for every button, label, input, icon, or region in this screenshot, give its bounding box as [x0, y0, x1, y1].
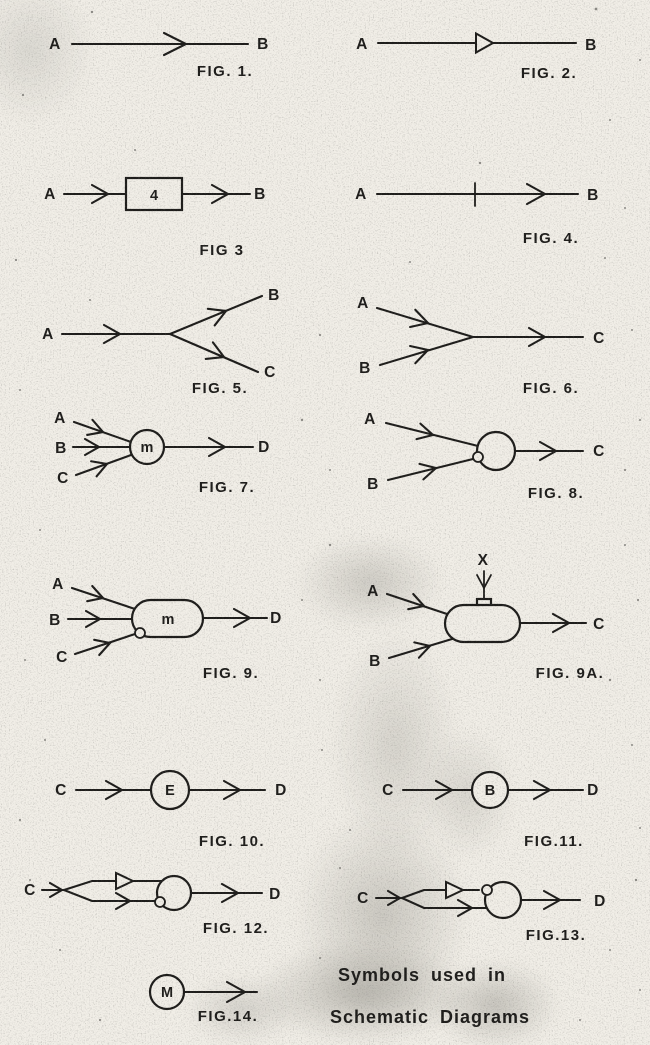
triangle-arrow-icon: [445, 880, 466, 900]
inhibit-dot: [134, 627, 146, 639]
figure-1: A B FIG. 1.: [49, 31, 269, 80]
fig13-label-d: D: [594, 893, 606, 910]
inhibit-dot: [154, 896, 166, 908]
figure-12: C D FIG. 12.: [24, 871, 281, 937]
fig1-label-a: A: [49, 36, 61, 53]
branch-line: [74, 453, 133, 477]
figure-3: A 4 B FIG 3: [44, 176, 266, 259]
branch-line: [375, 306, 475, 339]
fig1-label-b: B: [257, 36, 269, 53]
figure-9a: X A B C FIG. 9A.: [367, 552, 605, 682]
inhibit-dot: [481, 884, 493, 896]
fig9-label-c: C: [56, 649, 68, 666]
fig3-label-a: A: [44, 186, 56, 203]
fig8-label-b: B: [367, 476, 379, 493]
fig2-label-a: A: [356, 36, 368, 53]
fig5-label-c: C: [264, 364, 276, 381]
fig12-label-c: C: [24, 882, 36, 899]
fig12-label-d: D: [269, 886, 281, 903]
fig6-label-c: C: [593, 330, 605, 347]
branch-line: [62, 879, 166, 892]
scan-speckles: [14, 7, 641, 1022]
mixer-node-circle: [475, 430, 517, 472]
fig3-label-b: B: [254, 186, 266, 203]
branch-line: [400, 896, 493, 910]
fig5-caption: FIG. 5.: [192, 380, 248, 397]
branch-line: [168, 332, 260, 374]
footer-title-line1: Symbols used in: [338, 965, 506, 985]
fig1-caption: FIG. 1.: [197, 63, 253, 80]
figure-9: A B C m D FIG. 9.: [49, 576, 282, 682]
figure-4: A B FIG. 4.: [355, 182, 599, 247]
branch-line: [73, 631, 140, 656]
fig9a-label-c: C: [593, 616, 605, 633]
fig7-label-a: A: [54, 410, 66, 427]
fig7-label-c: C: [57, 470, 69, 487]
fig7-label-b: B: [55, 440, 67, 457]
fig6-caption: FIG. 6.: [523, 380, 579, 397]
fig7-caption: FIG. 7.: [199, 479, 255, 496]
fig12-caption: FIG. 12.: [203, 920, 269, 937]
fig5-label-a: A: [42, 326, 54, 343]
fig7-label-d: D: [258, 439, 270, 456]
fig3-caption: FIG 3: [199, 242, 244, 259]
fig6-label-b: B: [359, 360, 371, 377]
figure-2: A B FIG. 2.: [356, 31, 597, 82]
fig8-label-c: C: [593, 443, 605, 460]
fig4-label-b: B: [587, 187, 599, 204]
branch-line: [400, 888, 481, 900]
triangle-arrow-icon: [115, 871, 136, 891]
figure-10: C E D FIG. 10.: [55, 769, 287, 850]
branch-line: [386, 456, 479, 482]
fig2-label-b: B: [585, 37, 597, 54]
fig9a-label-a: A: [367, 583, 379, 600]
fig9a-label-b: B: [369, 653, 381, 670]
fig9-label-d: D: [270, 610, 282, 627]
fig10-node-label: E: [165, 783, 175, 799]
stadium-node: [443, 603, 522, 644]
fig9-label-b: B: [49, 612, 61, 629]
figure-13: C D FIG.13.: [357, 880, 606, 944]
figure-7: A B C m D FIG. 7.: [54, 410, 270, 496]
fig14-node-label: M: [161, 985, 173, 1001]
fig9a-caption: FIG. 9A.: [536, 665, 605, 682]
fig6-label-a: A: [357, 295, 369, 312]
fig9a-label-x: X: [478, 552, 489, 569]
fig7-node-label: m: [141, 440, 154, 456]
page-footer-title: Symbols used in Schematic Diagrams: [330, 965, 530, 1027]
figure-5: A B C FIG. 5.: [42, 287, 280, 397]
fig11-label-d: D: [587, 782, 599, 799]
fig5-label-b: B: [268, 287, 280, 304]
figure-11: C B D FIG.11.: [382, 770, 599, 850]
fig8-label-a: A: [364, 411, 376, 428]
fig14-caption: FIG.14.: [198, 1008, 259, 1025]
fig9-label-a: A: [52, 576, 64, 593]
figure-8: A B C FIG. 8.: [364, 411, 605, 502]
fig2-caption: FIG. 2.: [521, 65, 577, 82]
fig9-caption: FIG. 9.: [203, 665, 259, 682]
fig10-caption: FIG. 10.: [199, 833, 265, 850]
inhibit-dot: [472, 451, 484, 463]
figure-14: M FIG.14.: [148, 973, 259, 1025]
fig11-node-label: B: [485, 783, 495, 799]
branch-line: [168, 294, 264, 336]
fig13-label-c: C: [357, 890, 369, 907]
figure-6: A B C FIG. 6.: [357, 295, 605, 397]
footer-title-line2: Schematic Diagrams: [330, 1007, 530, 1027]
fig3-box-value: 4: [150, 188, 158, 204]
fig13-caption: FIG.13.: [526, 927, 587, 944]
fig11-caption: FIG.11.: [524, 833, 584, 850]
triangle-arrow-icon: [475, 31, 496, 55]
branch-line: [62, 888, 157, 903]
fig11-label-c: C: [382, 782, 394, 799]
fig9-node-label: m: [162, 612, 175, 628]
fig10-label-c: C: [55, 782, 67, 799]
fig4-caption: FIG. 4.: [523, 230, 579, 247]
fig4-label-a: A: [355, 186, 367, 203]
fig10-label-d: D: [275, 782, 287, 799]
fig8-caption: FIG. 8.: [528, 485, 584, 502]
